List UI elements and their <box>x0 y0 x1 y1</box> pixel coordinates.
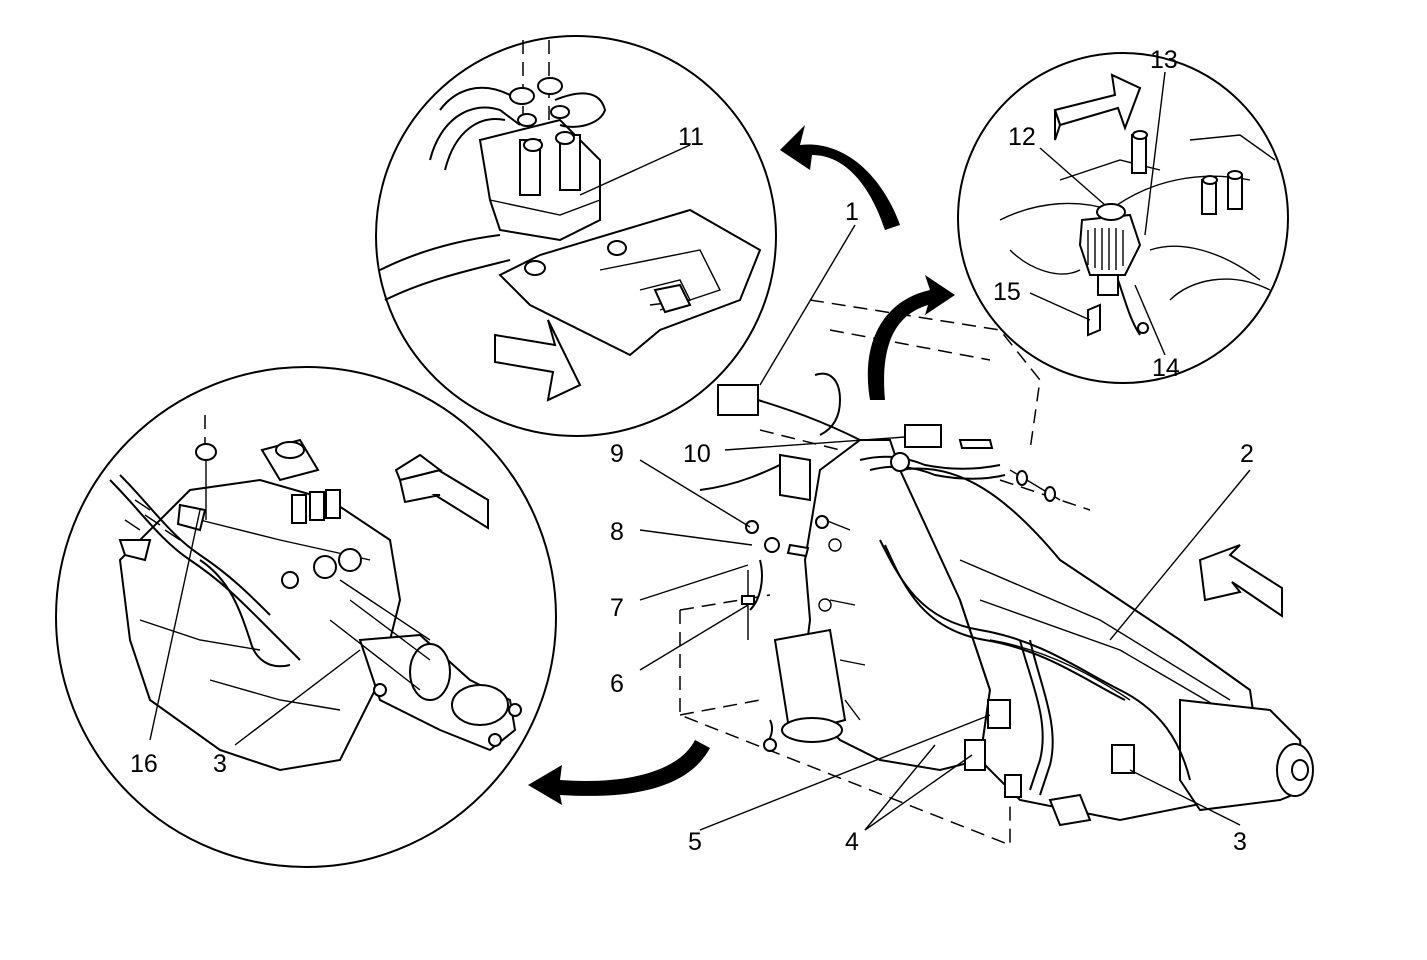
view-arrow-right <box>1053 73 1142 131</box>
callout-6: 6 <box>610 670 624 698</box>
callout-8: 8 <box>610 518 624 546</box>
callout-14: 14 <box>1152 354 1180 382</box>
detail-view-right <box>957 52 1289 384</box>
curved-arrow-left <box>528 740 710 805</box>
callout-7: 7 <box>610 594 624 622</box>
callout-5: 5 <box>688 828 702 856</box>
callout-2: 2 <box>1240 440 1254 468</box>
view-arrow-upper <box>494 319 582 402</box>
callout-11: 11 <box>678 123 704 151</box>
callout-10: 10 <box>683 440 711 468</box>
transmission-assembly <box>679 299 1314 847</box>
callout-labels: 1 2 3 3 4 5 6 7 8 9 10 11 12 13 14 15 16 <box>130 46 1254 856</box>
leader-lines <box>149 71 1251 831</box>
callout-12: 12 <box>1008 123 1036 151</box>
callout-4: 4 <box>845 828 859 856</box>
callout-1: 1 <box>845 198 859 226</box>
callout-3-left: 3 <box>213 750 227 778</box>
detail-reference-arrows <box>528 125 955 805</box>
curved-arrow-upper <box>780 125 900 230</box>
detail-view-left <box>55 366 557 868</box>
callout-15: 15 <box>993 278 1021 306</box>
callout-13: 13 <box>1150 46 1178 74</box>
detail-view-upper <box>375 35 777 437</box>
callout-9: 9 <box>610 440 624 468</box>
callout-3-right: 3 <box>1233 828 1247 856</box>
callout-16: 16 <box>130 750 158 778</box>
view-arrow-main <box>1198 544 1283 618</box>
curved-arrow-right <box>867 275 955 400</box>
